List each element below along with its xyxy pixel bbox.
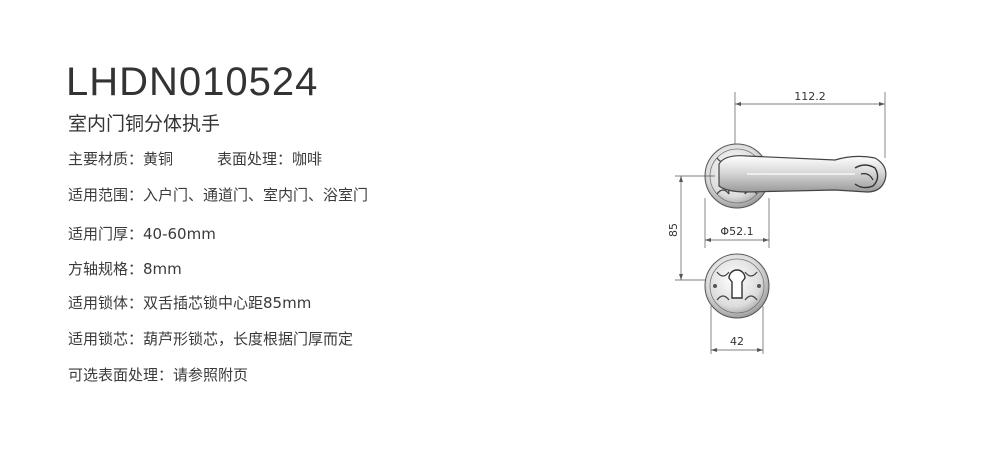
technical-drawing: 112.2 Φ52.1 85 [667, 90, 887, 354]
spec-optional-finish: 可选表面处理：请参照附页 [68, 366, 249, 384]
rose-diameter-label: Φ52.1 [720, 225, 753, 238]
escutcheon-width-label: 42 [730, 335, 744, 348]
dimension-center-distance: 85 [667, 175, 715, 281]
lever-length-label: 112.2 [794, 90, 826, 103]
spec-finish: 表面处理：咖啡 [217, 150, 323, 168]
product-name: 室内门铜分体执手 [68, 113, 221, 135]
dimension-escutcheon-width: 42 [710, 306, 764, 354]
spec-application: 适用范围：入户门、通道门、室内门、浴室门 [68, 186, 369, 204]
spec-lock-cylinder: 适用锁芯：葫芦形锁芯，长度根据门厚而定 [68, 330, 354, 348]
dimension-rose-diameter: Φ52.1 [704, 198, 770, 248]
spec-door-thickness: 适用门厚：40-60mm [68, 225, 216, 243]
lock-escutcheon [704, 253, 770, 319]
lever-handle [718, 155, 887, 193]
spec-material-finish-row: 主要材质：黄铜 表面处理：咖啡 [68, 148, 322, 170]
spec-material: 主要材质：黄铜 [68, 150, 174, 168]
dimension-lever-length: 112.2 [734, 90, 886, 158]
spec-spindle: 方轴规格：8mm [68, 260, 182, 278]
product-model: LHDN010524 [66, 60, 319, 104]
spec-lock-body: 适用锁体：双舌插芯锁中心距85mm [68, 294, 312, 312]
center-distance-label: 85 [667, 223, 680, 237]
